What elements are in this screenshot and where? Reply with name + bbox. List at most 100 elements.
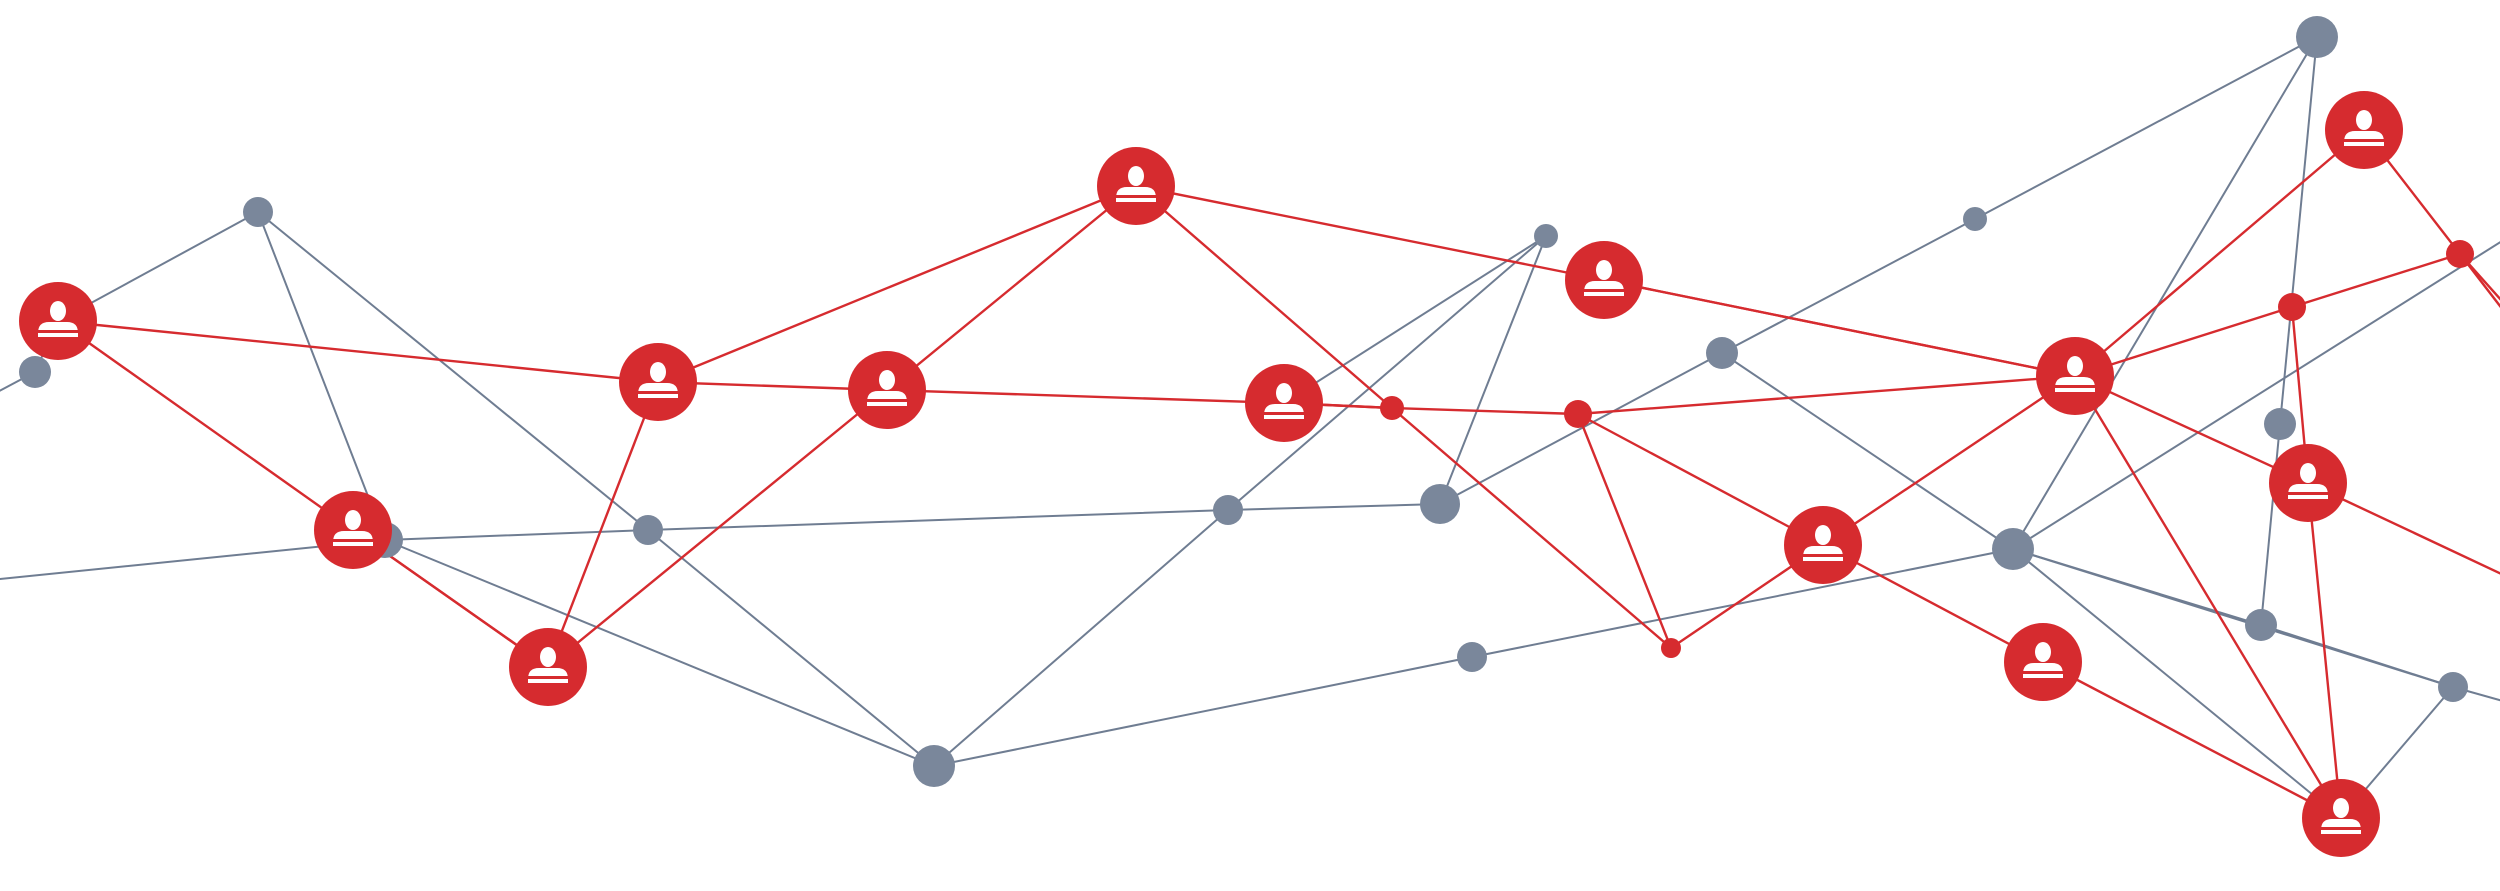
red-connection-16: [1576, 412, 1825, 547]
gray-node-g3: [633, 515, 663, 545]
red-connection-18: [1821, 374, 2077, 547]
user-icon-head: [2035, 642, 2051, 662]
gray-connection-26: [933, 656, 1473, 767]
user-icon-head: [345, 510, 361, 530]
user-icon-head: [540, 647, 556, 667]
gray-node-g9: [1706, 337, 1738, 369]
gray-connection-8: [1439, 352, 1723, 505]
gray-connection-27: [1471, 548, 2014, 658]
user-icon: [1584, 260, 1624, 296]
gray-connection-10: [1974, 36, 2318, 220]
gray-connection-16: [2260, 624, 2454, 688]
user-icon-head: [650, 362, 666, 382]
gray-connection-18: [2012, 241, 2500, 550]
user-icon-band: [2288, 492, 2328, 495]
gray-node-g14: [2245, 609, 2277, 641]
gray-node-g13: [2264, 408, 2296, 440]
user-icon-band: [2321, 827, 2361, 830]
gray-connection-2: [257, 211, 386, 541]
user-icon-body: [867, 391, 907, 406]
user-icon: [867, 370, 907, 406]
user-icon-head: [2356, 110, 2372, 130]
gray-node-g7: [1534, 224, 1558, 248]
user-icon-body: [1116, 187, 1156, 202]
user-icon-head: [2067, 356, 2083, 376]
red-connection-2: [56, 319, 355, 532]
red-node-r4: [2278, 293, 2306, 321]
red-connection-14: [1576, 374, 2077, 416]
red-connection-1: [56, 319, 660, 384]
red-connection-34: [546, 388, 889, 669]
red-connection-13: [1390, 406, 1673, 650]
user-icon-body: [2344, 131, 2384, 146]
gray-connection-5: [933, 509, 1229, 767]
red-connection-33: [1602, 278, 2077, 378]
user-icon-body: [2321, 819, 2361, 834]
user-avatar-node-u5: [848, 351, 926, 429]
user-icon-band: [1584, 289, 1624, 292]
user-icon-head: [2300, 463, 2316, 483]
nodes-layer: [19, 16, 2474, 857]
user-avatar-node-u10: [2036, 337, 2114, 415]
user-icon: [1264, 383, 1304, 419]
user-icon-body: [1803, 546, 1843, 561]
user-icon: [2321, 798, 2361, 834]
red-node-r2: [1564, 400, 1592, 428]
gray-connection-6: [1227, 235, 1547, 511]
gray-connection-13: [2260, 423, 2281, 626]
gray-connection-7: [1439, 235, 1547, 505]
red-connection-12: [1390, 406, 1580, 416]
user-icon: [333, 510, 373, 546]
gray-node-g8: [1457, 642, 1487, 672]
red-connection-7: [885, 184, 1138, 392]
gray-connection-19: [1721, 352, 2014, 550]
user-icon: [528, 647, 568, 683]
red-connection-10: [1134, 184, 1394, 410]
user-icon: [38, 301, 78, 337]
gray-node-gL: [19, 356, 51, 388]
red-connection-25: [2306, 481, 2343, 820]
user-icon-band: [528, 676, 568, 679]
user-icon: [2288, 463, 2328, 499]
red-connection-30: [2073, 128, 2366, 378]
user-icon-band: [2023, 671, 2063, 674]
user-icon-band: [1264, 412, 1304, 415]
user-icon-band: [867, 399, 907, 402]
user-icon-body: [2023, 663, 2063, 678]
red-connection-4: [546, 380, 660, 669]
gray-connection-22: [647, 509, 1229, 531]
gray-node-g10: [1963, 207, 1987, 231]
red-connection-15: [1576, 412, 1673, 650]
user-icon: [2023, 642, 2063, 678]
gray-node-g1: [243, 197, 273, 227]
user-avatar-node-u7: [1245, 364, 1323, 442]
gray-node-g12: [2296, 16, 2338, 58]
gray-node-g11: [1992, 528, 2034, 570]
gray-connection-9: [1721, 218, 1976, 354]
user-icon: [2344, 110, 2384, 146]
gray-connection-20: [2012, 548, 2342, 819]
red-node-r1: [1380, 396, 1404, 420]
user-avatar-node-u3: [509, 628, 587, 706]
gray-connection-11: [2012, 36, 2318, 550]
red-connection-22: [2073, 374, 2343, 820]
user-avatar-node-u12: [2269, 444, 2347, 522]
user-icon-band: [1803, 554, 1843, 557]
red-connection-20: [2041, 660, 2343, 820]
red-node-r3: [1661, 638, 1681, 658]
gray-connection-23: [384, 529, 649, 541]
red-connection-27: [2290, 252, 2462, 309]
user-icon-body: [333, 531, 373, 546]
user-avatar-node-u13: [2325, 91, 2403, 169]
user-icon-head: [879, 370, 895, 390]
user-icon-body: [1264, 404, 1304, 419]
gray-connection-3: [257, 211, 649, 531]
gray-connection-31: [1283, 235, 1547, 404]
user-icon-head: [2333, 798, 2349, 818]
user-icon-band: [638, 391, 678, 394]
user-avatar-node-u2: [314, 491, 392, 569]
user-icon: [2055, 356, 2095, 392]
user-avatar-node-u9: [1784, 506, 1862, 584]
gray-connection-4: [647, 529, 935, 767]
